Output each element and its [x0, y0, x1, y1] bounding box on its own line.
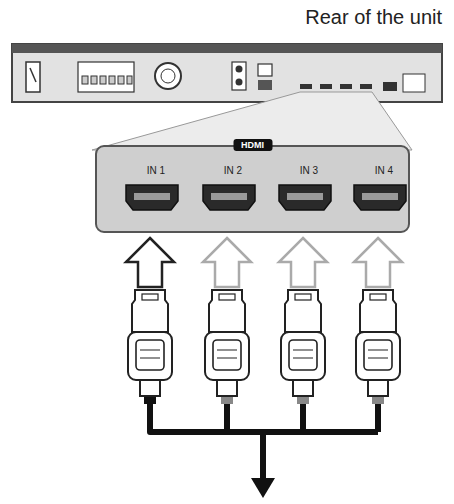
insert-arrow	[203, 238, 251, 287]
hdmi-input-port: IN 1	[124, 161, 188, 221]
socket-tongue	[362, 193, 398, 200]
fan-hub	[161, 69, 175, 83]
hdmi-input-port: IN 4	[352, 161, 416, 221]
fan-vent	[155, 63, 181, 89]
zoom-callout	[92, 92, 412, 150]
hdmi-out-port	[383, 82, 397, 91]
speaker-terminals	[78, 62, 134, 92]
port-label: IN 3	[277, 161, 341, 178]
hdmi-input-port: IN 3	[277, 161, 341, 221]
socket-outline	[203, 185, 255, 210]
socket-outline	[354, 185, 406, 210]
insert-arrow	[126, 238, 174, 287]
hdmi-socket	[124, 183, 180, 213]
output-arrowhead	[251, 478, 275, 498]
unit-housing	[12, 44, 442, 102]
power-inlet-pin	[30, 68, 36, 82]
socket-tongue	[211, 193, 247, 200]
heading-label: Rear of the unit	[305, 6, 442, 29]
unit-rear	[12, 44, 442, 102]
socket-tongue	[287, 193, 323, 200]
insert-arrow	[354, 238, 402, 287]
socket-outline	[279, 185, 331, 210]
lan-port	[258, 64, 272, 76]
label-plate	[403, 74, 425, 92]
cable-bundle	[150, 396, 378, 480]
jack	[236, 66, 243, 73]
port-label: IN 4	[352, 161, 416, 178]
hdmi-socket	[277, 183, 333, 213]
socket-outline	[126, 185, 178, 210]
hdmi-plug	[128, 290, 172, 396]
hdmi-socket	[201, 183, 257, 213]
jack-panel	[232, 62, 246, 90]
hdmi-plug	[205, 290, 249, 396]
hdmi-socket	[352, 183, 408, 213]
hdmi-panel: HDMIIN 1IN 2IN 3IN 4	[95, 145, 410, 233]
power-inlet	[26, 62, 40, 92]
socket-tongue	[134, 193, 170, 200]
unit-top-edge	[12, 44, 442, 53]
jack	[236, 79, 243, 86]
cable-bands	[144, 396, 384, 404]
port	[258, 80, 272, 90]
speaker-terminal-row	[82, 76, 132, 84]
insert-arrows	[126, 238, 402, 287]
hdmi-input-port: IN 2	[201, 161, 265, 221]
small-hdmi-ports	[300, 84, 372, 89]
port-label: IN 2	[201, 161, 265, 178]
port-label: IN 1	[124, 161, 188, 178]
insert-arrow	[279, 238, 327, 287]
hdmi-plug	[356, 290, 400, 396]
hdmi-plug	[281, 290, 325, 396]
section-badge: HDMI	[233, 139, 272, 151]
